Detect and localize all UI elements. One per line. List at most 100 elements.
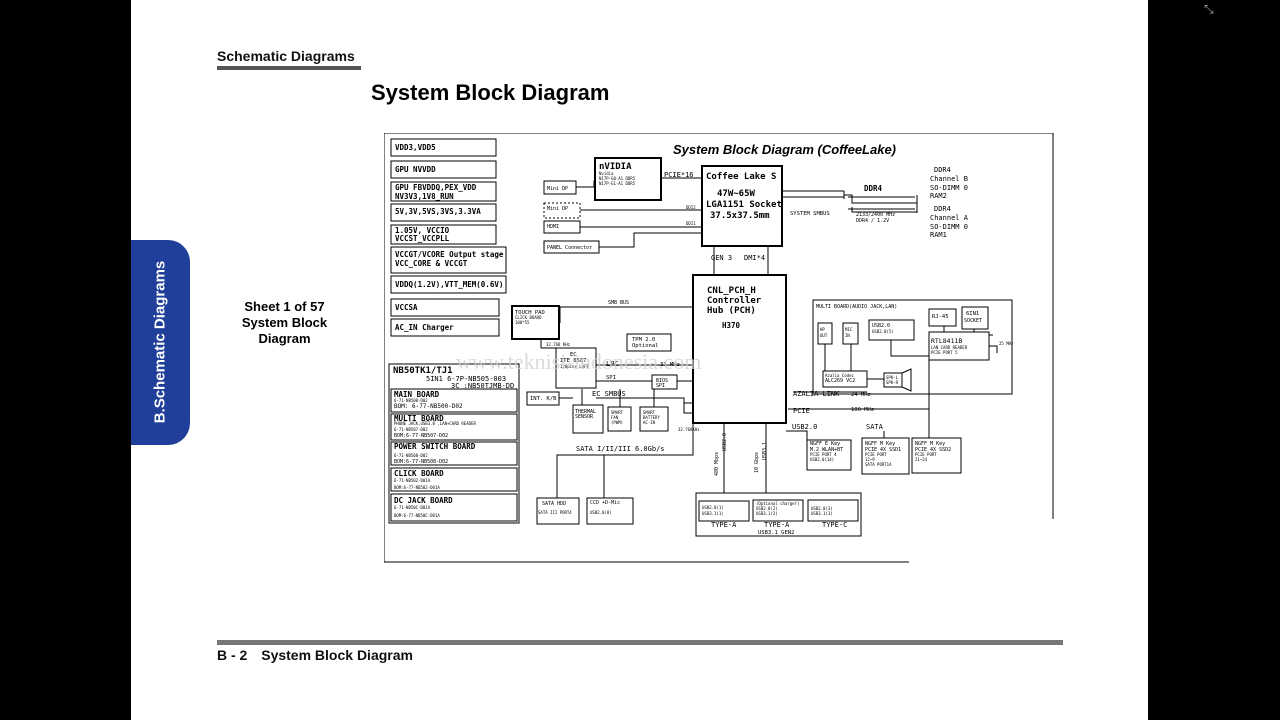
usb-label-type-c: TYPE-C bbox=[822, 521, 847, 529]
touchpad-l2: 100*55 bbox=[515, 320, 530, 325]
lan-l3: PCIE PORT 5 bbox=[931, 350, 958, 355]
fan-l1: SMART bbox=[611, 410, 624, 415]
board-power-l2: BOM:6-77-NB508-D02 bbox=[394, 459, 448, 465]
diagram-title: System Block Diagram (CoffeeLake) bbox=[673, 142, 896, 157]
spk-r: SPK-R bbox=[886, 380, 899, 385]
board-main-l2: BOM: 6-77-NB500-D02 bbox=[394, 403, 463, 410]
exit-fullscreen-icon[interactable]: ⤡ bbox=[1204, 2, 1214, 16]
dimm-b-type: DDR4 bbox=[934, 166, 951, 174]
footer-rule bbox=[217, 640, 1063, 645]
ddi2-label: DDI2 bbox=[686, 205, 696, 210]
ec-smbus-label: EC SMBUS bbox=[592, 390, 626, 398]
board-dcjack-name: DC JACK BOARD bbox=[394, 496, 453, 505]
usb-c-l1: USB2.0(3) bbox=[811, 506, 833, 511]
gpu-l2: N17P-G0-A1 DDR5 bbox=[599, 176, 636, 181]
board-main-name: MAIN BOARD bbox=[394, 390, 440, 399]
rail-105v: 1.05V, VCCIO bbox=[395, 226, 450, 235]
codec-l1: Azalia Codec bbox=[825, 373, 854, 378]
tpm-l2: Optional bbox=[632, 343, 659, 349]
ngff-m1-l2: PCIE 4X SSD1 bbox=[865, 447, 901, 453]
side-tab[interactable] bbox=[131, 240, 190, 445]
ngff-m1-l1: NGFF M Key bbox=[865, 441, 895, 447]
rail-gpu-nvvdd: GPU NVVDD bbox=[395, 165, 436, 174]
rail-vddq: VDDQ(1.2V),VTT_MEM(0.6V) bbox=[395, 280, 503, 289]
codec-l2: ALC269 VC2 bbox=[825, 378, 855, 384]
rail-ac-in-charger: AC_IN Charger bbox=[395, 323, 454, 332]
rail-nv3v3: NV3V3,1V8_RUN bbox=[395, 192, 454, 201]
usb-a2-l1: USB2.0(2) bbox=[756, 506, 778, 511]
usb-label-type-a1: TYPE-A bbox=[711, 521, 737, 529]
thermal-l2: SENSOR bbox=[575, 414, 594, 420]
multi-board-title: MULTI BOARD(AUDIO JACK,LAN) bbox=[816, 304, 897, 310]
pch-l3: Hub (PCH) bbox=[707, 306, 756, 316]
rail-vccsa: VCCSA bbox=[395, 303, 418, 312]
sata-label: SATA bbox=[866, 423, 884, 431]
system-smbus: SYSTEM SMBUS bbox=[790, 211, 830, 217]
mhz24-label: 24 MHz bbox=[851, 392, 871, 398]
cpu-name: Coffee Lake S bbox=[706, 172, 776, 182]
touchpad-l1: CLICK BOARD bbox=[515, 315, 542, 320]
pcie-label: PCIE bbox=[793, 407, 810, 415]
dimm-b-slot: SO-DIMM 0 bbox=[930, 184, 968, 192]
dimm-a-channel: Channel A bbox=[930, 214, 969, 222]
page-footer: B - 2 System Block Diagram bbox=[217, 647, 413, 663]
mini-dp-1: Mini DP bbox=[547, 186, 568, 192]
sheet-line-2: System Block bbox=[241, 315, 328, 330]
sata-hdd-l2: SATA III PORT4 bbox=[538, 510, 572, 515]
usb-speed-10g: 10 Gbps bbox=[754, 452, 760, 473]
multi-usb-l2: USB2.0(5) bbox=[872, 329, 894, 334]
watermark: www.teknisi-indonesia.com bbox=[456, 349, 701, 374]
pch-l2: Controller bbox=[707, 296, 762, 306]
fan-l3: (PWM) bbox=[611, 420, 623, 425]
mini-dp-2: Mini DP bbox=[547, 206, 568, 212]
model-line-2: 3C :NB50TJMB-DD bbox=[451, 382, 514, 390]
ccd-l2: USB2.0(8) bbox=[590, 510, 612, 515]
pcie16-label: PCIE*16 bbox=[664, 171, 694, 179]
ngff-e-l1: NGFF E Key bbox=[810, 441, 840, 447]
tpm-l1: TPM 2.0 bbox=[632, 337, 655, 343]
model-line-1: 5IN1 6-7P-NB505-003 bbox=[426, 375, 506, 383]
mic-l1: MIC bbox=[845, 327, 853, 332]
cpu-power: 47W~65W bbox=[717, 189, 756, 199]
sixin1-l1: 6IN1 bbox=[966, 311, 979, 317]
rail-vccst: VCCST_VCCPLL bbox=[395, 234, 450, 243]
model-name: NB50TK1/TJ1 bbox=[393, 366, 453, 376]
board-power-l1: 6-71-NB508-D02 bbox=[394, 453, 428, 458]
hp-l2: OUT bbox=[820, 333, 828, 338]
mic-l2: IN bbox=[845, 333, 850, 338]
rail-vdd3: VDD3,VDD5 bbox=[395, 143, 436, 152]
footer-title: System Block Diagram bbox=[261, 647, 413, 663]
dimm-b-ram: RAM2 bbox=[930, 192, 947, 200]
khz-label-1: 32.768 KHz bbox=[546, 342, 571, 347]
gen3-label: GEN 3 bbox=[711, 254, 732, 262]
rail-vccgt-vcore: VCCGT/VCORE Output stage bbox=[395, 250, 504, 259]
usb31-rot: USB3.1 bbox=[762, 442, 768, 460]
battery-l3: AC-IN bbox=[643, 420, 656, 425]
spi-label: SPI bbox=[606, 375, 616, 381]
sheet-line-3: Diagram bbox=[258, 331, 311, 346]
ngff-m1-l3: PCIE PORT bbox=[865, 452, 887, 457]
mhz100-label: 100 MHz bbox=[851, 407, 874, 413]
ngff-m2-l3: PCIE PORT bbox=[915, 452, 937, 457]
document-page: Schematic Diagrams System Block Diagram … bbox=[131, 0, 1148, 720]
usb20-label: USB2.0 bbox=[792, 423, 817, 431]
hdmi-port: HDMI bbox=[547, 224, 559, 230]
side-tab-label: B.Schematic Diagrams bbox=[151, 260, 169, 424]
dimm-b-channel: Channel B bbox=[930, 175, 968, 183]
dimm-a-type: DDR4 bbox=[934, 205, 951, 213]
ec-model: ITE 8587 bbox=[560, 358, 587, 364]
ngff-m1-l5: SATA PORT1A bbox=[865, 462, 892, 467]
ngff-m2-l2: PCIE 4X SSD2 bbox=[915, 447, 951, 453]
gpu-name: nVIDIA bbox=[599, 162, 632, 172]
hp-l1: HP bbox=[820, 327, 825, 332]
pch-l4: H370 bbox=[722, 321, 741, 330]
sheet-line-1: Sheet 1 of 57 bbox=[244, 299, 325, 314]
gpu-l1: Nvidia bbox=[599, 171, 614, 176]
diagram-frame bbox=[384, 133, 1054, 563]
ccd-l1: CCD +D-Mic bbox=[590, 500, 620, 506]
usb-a1-l2: USB3.1(1) bbox=[702, 511, 724, 516]
ngff-e-l2: M.2 WLAN+BT bbox=[810, 447, 843, 453]
dmi-label: DMI*4 bbox=[744, 254, 765, 262]
block-diagram: System Block Diagram (CoffeeLake) VDD3,V… bbox=[384, 133, 1054, 563]
cpu-size: 37.5x37.5mm bbox=[710, 211, 770, 221]
